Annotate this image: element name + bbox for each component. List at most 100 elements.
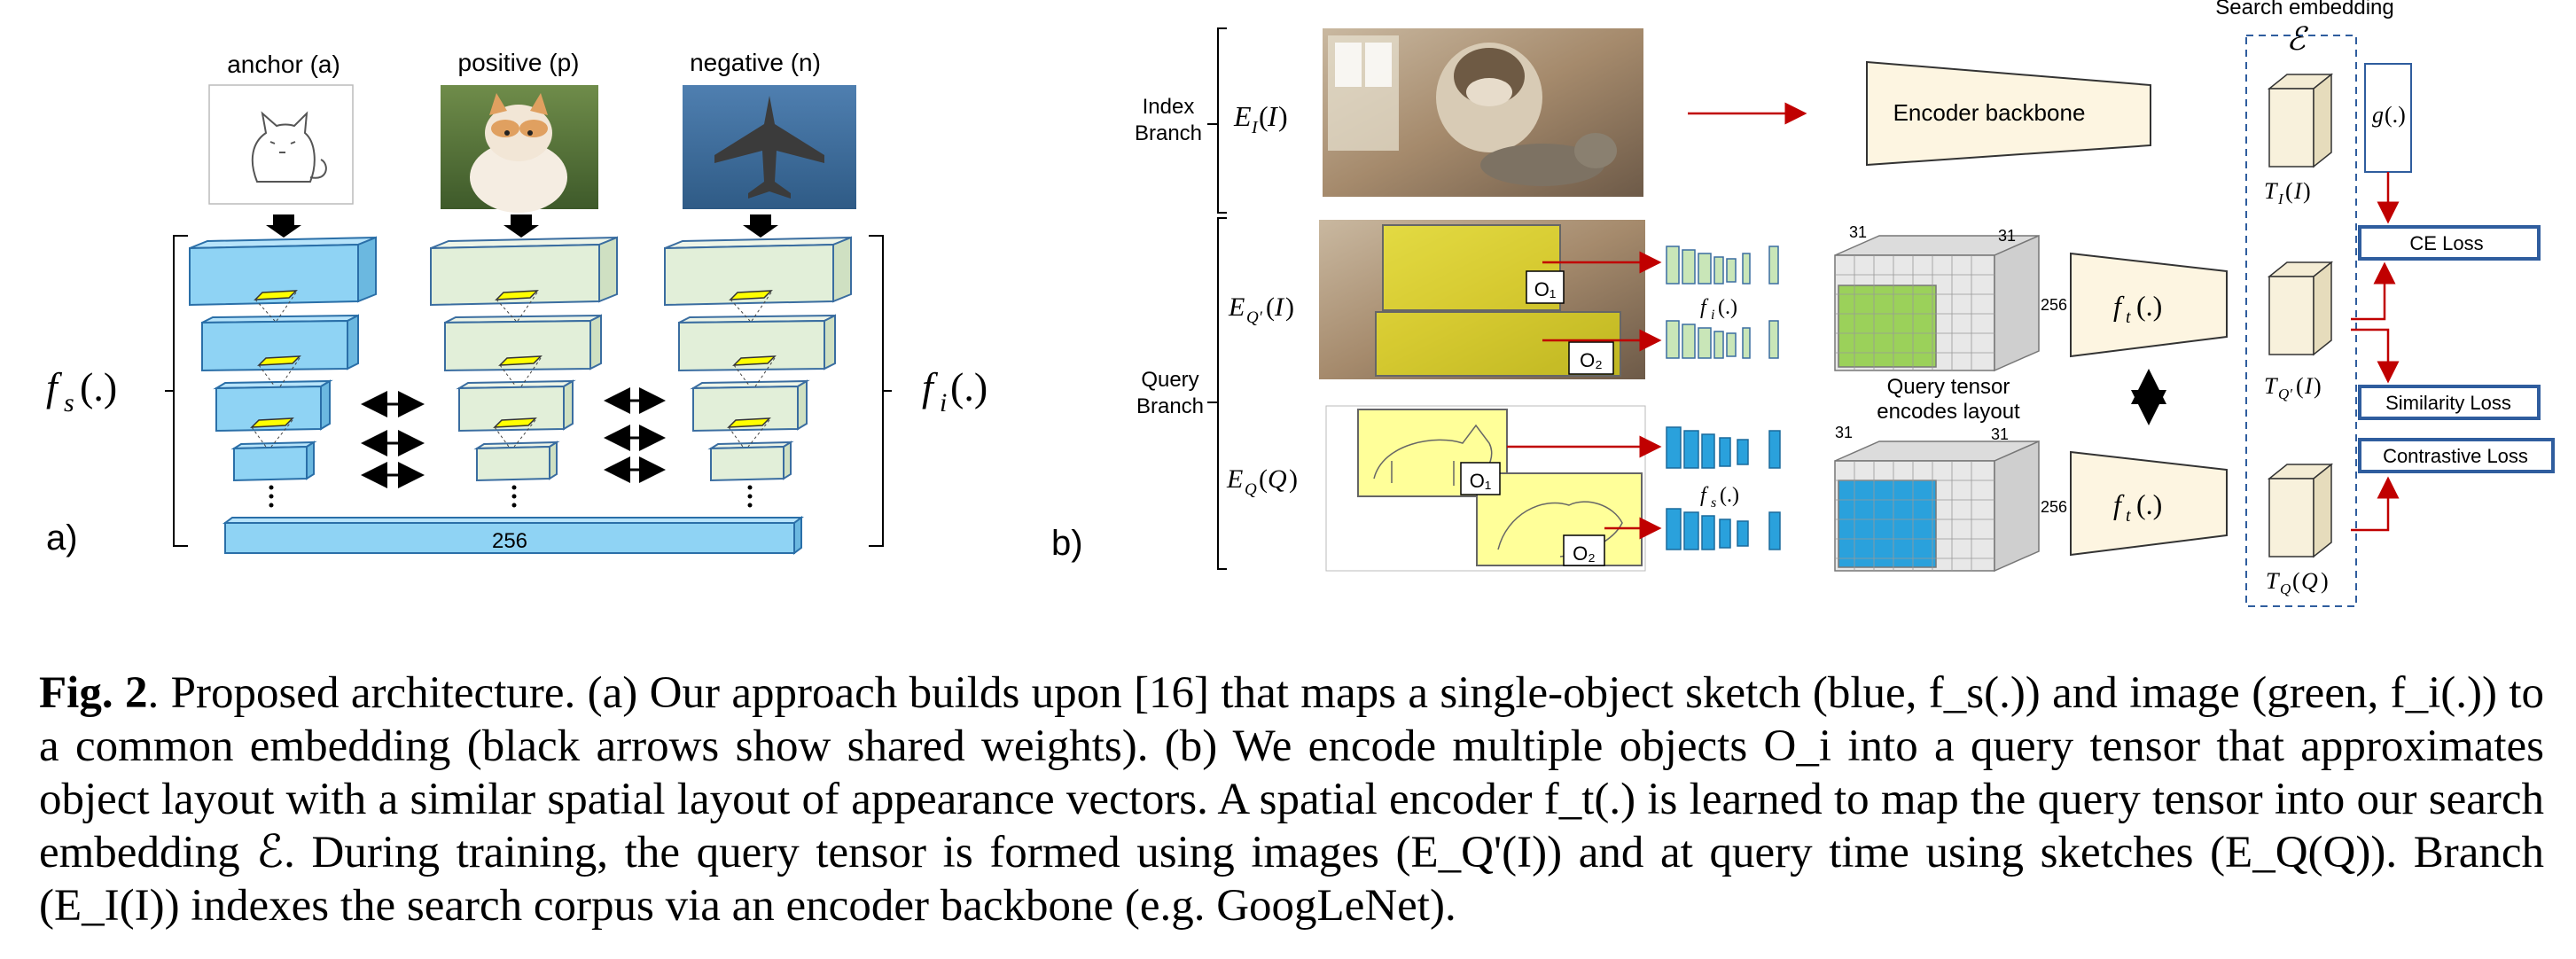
o1-label-sketch: O₁ bbox=[1470, 470, 1492, 492]
dim-31-d: 31 bbox=[1991, 425, 2009, 443]
svg-text:f: f bbox=[1700, 296, 1709, 319]
svg-text:): ) bbox=[2321, 568, 2329, 594]
svg-text:f: f bbox=[1700, 484, 1709, 507]
query-photo-with-objects bbox=[1319, 220, 1645, 379]
svg-text:t: t bbox=[2126, 506, 2131, 526]
dim-31-b: 31 bbox=[1998, 227, 2016, 245]
svg-text:(.): (.) bbox=[80, 364, 117, 409]
loss-arrows bbox=[2351, 172, 2400, 532]
down-arrows bbox=[266, 214, 778, 238]
contrastive-loss-label: Contrastive Loss bbox=[2383, 445, 2528, 467]
kernel-projection-lines bbox=[251, 292, 776, 448]
svg-text:(.): (.) bbox=[1720, 484, 1739, 507]
svg-text:Index: Index bbox=[1143, 95, 1195, 119]
svg-text:I: I bbox=[2277, 191, 2284, 207]
svg-text:I: I bbox=[1267, 100, 1278, 132]
svg-text:(: ( bbox=[1266, 292, 1275, 322]
query-tensor-image bbox=[1834, 234, 2040, 372]
svg-text:): ) bbox=[1289, 464, 1298, 494]
fs-label: f s (.) bbox=[46, 364, 117, 417]
dim-256-a: 256 bbox=[2041, 296, 2067, 314]
svg-text:): ) bbox=[1285, 292, 1294, 322]
svg-text:f: f bbox=[46, 364, 63, 409]
svg-text:Branch: Branch bbox=[1135, 121, 1202, 145]
o1-label-photo: O₁ bbox=[1534, 278, 1557, 300]
svg-text:t: t bbox=[2126, 308, 2131, 327]
positive-cat-photo bbox=[441, 85, 598, 213]
panel-b-label: b) bbox=[1051, 524, 1083, 563]
anchor-sketch-image bbox=[208, 84, 354, 205]
panel-a: anchor (a) positive (p) negative (n) bbox=[46, 49, 987, 557]
query-tensor-sketch bbox=[1834, 440, 2040, 573]
svg-text:f: f bbox=[922, 364, 939, 409]
svg-text:I: I bbox=[2293, 178, 2303, 204]
negative-header: negative (n) bbox=[690, 49, 821, 76]
index-dog-cat-photo bbox=[1323, 28, 1643, 197]
svg-text:E: E bbox=[1226, 464, 1243, 494]
dim-31-c: 31 bbox=[1835, 424, 1853, 441]
similarity-loss-box bbox=[2358, 385, 2541, 420]
svg-text:Query: Query bbox=[1141, 368, 1198, 392]
svg-text:Q: Q bbox=[2301, 568, 2318, 594]
tensor-grid-lines bbox=[1835, 255, 1994, 571]
ei-label: E I ( I ) bbox=[1233, 100, 1288, 137]
svg-text:(: ( bbox=[2292, 568, 2300, 594]
fs-small-label: f s (.) bbox=[1700, 484, 1739, 511]
svg-text:T: T bbox=[2264, 178, 2278, 204]
svg-text:I: I bbox=[1274, 292, 1285, 322]
svg-text:i: i bbox=[1711, 308, 1714, 323]
svg-text:(.): (.) bbox=[1718, 296, 1737, 319]
o2-label-sketch: O₂ bbox=[1573, 542, 1596, 565]
svg-text:encodes layout: encodes layout bbox=[1877, 400, 2020, 424]
svg-text:(: ( bbox=[2285, 178, 2293, 204]
negative-plane-photo bbox=[683, 85, 856, 209]
svg-text:s: s bbox=[64, 388, 74, 417]
query-branch-brace bbox=[1207, 217, 1227, 570]
ft-encoder-top bbox=[2070, 252, 2228, 358]
image-encoder-mini-networks bbox=[1666, 246, 1779, 359]
anchor-header: anchor (a) bbox=[227, 51, 340, 78]
encoder-backbone-label: Encoder backbone bbox=[1893, 99, 2086, 126]
svg-text:Q′: Q′ bbox=[2278, 386, 2292, 402]
svg-text:E: E bbox=[1233, 100, 1252, 132]
query-branch-label: Query Branch bbox=[1136, 368, 1204, 418]
sketch-encoder-mini-networks bbox=[1666, 426, 1781, 550]
index-branch-label: Index Branch bbox=[1135, 95, 1202, 145]
svg-text:T: T bbox=[2266, 568, 2280, 594]
figure-caption: Fig. 2. Proposed architecture. (a) Our a… bbox=[39, 667, 2544, 932]
eq-prime-label: E Q′ ( I ) bbox=[1228, 292, 1294, 327]
ce-loss-box bbox=[2358, 225, 2541, 261]
embedding-vectors bbox=[2267, 73, 2334, 558]
ft-label-top: f t (.) bbox=[2113, 290, 2162, 327]
ti-label: T I ( I ) bbox=[2264, 178, 2311, 207]
caption-fig-number: Fig. 2 bbox=[39, 668, 148, 718]
caption-text: . Proposed architecture. (a) Our approac… bbox=[39, 668, 2544, 931]
panel-b: b) Index Branch Query Branch E I ( I ) E… bbox=[1051, 0, 2555, 607]
right-bracket bbox=[869, 235, 892, 547]
ft-encoder-bottom bbox=[2070, 450, 2228, 557]
dim-31-a: 31 bbox=[1849, 223, 1867, 241]
svg-text:): ) bbox=[1278, 100, 1288, 132]
svg-text:I: I bbox=[1251, 118, 1259, 137]
svg-text:g: g bbox=[2372, 102, 2384, 128]
svg-text:(.): (.) bbox=[2385, 102, 2406, 128]
svg-text:Q: Q bbox=[1245, 480, 1257, 499]
svg-text:): ) bbox=[2314, 373, 2322, 399]
svg-text:I: I bbox=[2304, 373, 2314, 399]
ft-label-bottom: f t (.) bbox=[2113, 488, 2162, 526]
kernel-highlights bbox=[250, 290, 777, 428]
fi-label: f i (.) bbox=[922, 364, 987, 417]
ce-loss-label: CE Loss bbox=[2409, 232, 2483, 254]
svg-text:E: E bbox=[1228, 292, 1245, 322]
similarity-loss-label: Similarity Loss bbox=[2385, 392, 2511, 414]
g-label: g (.) bbox=[2372, 102, 2406, 128]
sketch-network-column bbox=[189, 236, 377, 482]
image-network-column-positive bbox=[430, 236, 618, 482]
shared-weight-arrows bbox=[361, 387, 666, 488]
contrastive-loss-box bbox=[2358, 438, 2555, 473]
svg-text:(: ( bbox=[2296, 373, 2304, 399]
svg-text:(.): (.) bbox=[2136, 290, 2162, 322]
search-embedding-title: Search embedding bbox=[2215, 0, 2393, 19]
svg-text:Q: Q bbox=[1268, 464, 1287, 494]
svg-text:Query tensor: Query tensor bbox=[1887, 375, 2010, 399]
